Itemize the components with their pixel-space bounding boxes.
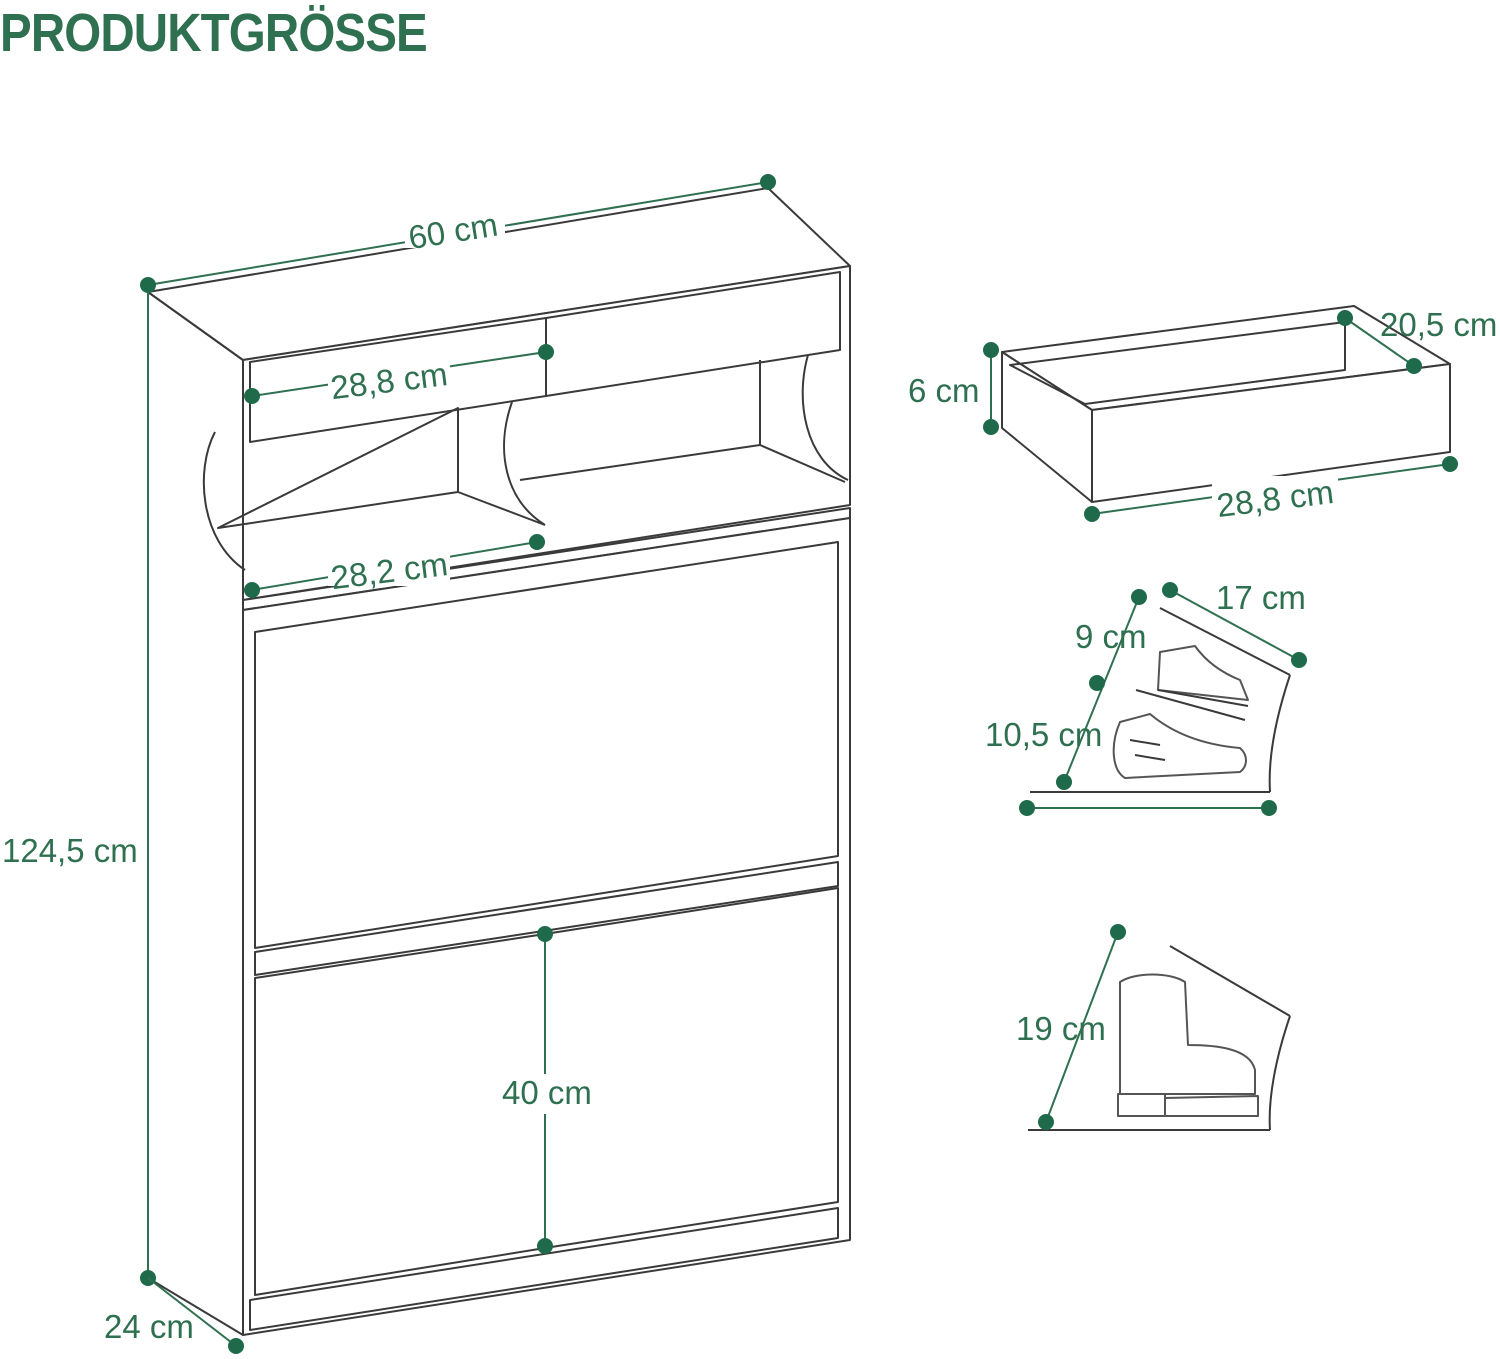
page-title: PRODUKTGRÖSSE	[0, 3, 428, 63]
boot-compartment-dimensions	[1038, 924, 1126, 1130]
boot-height-label: 19 cm	[1016, 1010, 1106, 1047]
shoe-upper-height-label: 9 cm	[1075, 618, 1147, 655]
door-height-label: 40 cm	[502, 1074, 592, 1111]
shoe-depth-dimension-line	[1169, 589, 1300, 661]
door-lower-left	[254, 933, 546, 1296]
sneaker-icon	[1157, 645, 1249, 701]
side-curve-right	[801, 354, 849, 481]
boot-height-dimension-line	[1045, 931, 1119, 1123]
shoe-cabinet-drawing	[147, 187, 851, 1336]
depth-dimension-line	[147, 1277, 237, 1347]
boot-icon	[1119, 973, 1256, 1095]
drawer-height-label: 6 cm	[908, 372, 980, 409]
cabinet-side-panel	[147, 291, 244, 1336]
drawer-drawing	[1001, 305, 1451, 503]
drawer-depth-label: 20,5 cm	[1380, 306, 1497, 343]
shoe-compartment-drawing	[1030, 607, 1291, 793]
drawer-front	[1091, 363, 1451, 503]
flap-door-top	[254, 541, 839, 949]
shoe-depth-label: 17 cm	[1216, 579, 1306, 616]
running-shoe-icon	[1112, 713, 1247, 779]
drawer-depth-dimension-line	[1344, 317, 1415, 367]
shoe-compartment-dimensions	[1019, 582, 1307, 816]
shoe-lower-height-label: 10,5 cm	[985, 716, 1102, 753]
drawer-front-right	[545, 271, 841, 397]
side-curve-left	[202, 431, 246, 571]
shelf-compartment-left	[217, 407, 459, 529]
cabinet-height-label: 124,5 cm	[2, 832, 138, 869]
drawer-dimensions	[983, 310, 1458, 522]
door-lower-right	[544, 887, 839, 1249]
boot-compartment-drawing	[1028, 945, 1291, 1131]
cabinet-plinth	[249, 1207, 839, 1331]
side-curve-middle	[503, 401, 546, 526]
cabinet-depth-label: 24 cm	[104, 1308, 194, 1345]
